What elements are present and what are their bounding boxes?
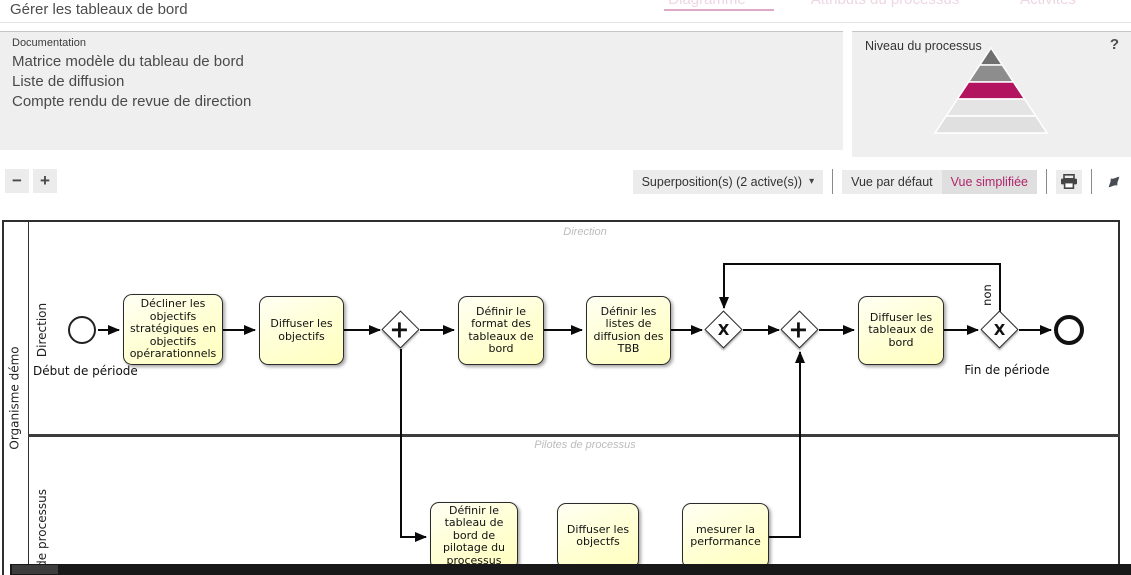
start-event-label: Début de période	[33, 364, 138, 378]
task-definir-tableau-pilotage[interactable]: Définir le tableau de bord de pilotage d…	[430, 502, 518, 570]
zoom-out-button[interactable]: −	[5, 169, 29, 193]
superposition-dropdown[interactable]: Superposition(s) (2 active(s)) ▾	[632, 169, 824, 194]
expand-icon	[1108, 176, 1120, 187]
print-button[interactable]	[1056, 169, 1082, 194]
pool-label-divider	[28, 220, 29, 575]
simplified-view-button[interactable]: Vue simplifiée	[941, 169, 1037, 194]
toolbar-separator	[1091, 169, 1092, 194]
task-diffuser-objectfs[interactable]: Diffuser les objectfs	[557, 503, 639, 569]
bpmn-pool	[2, 220, 1120, 575]
task-decliner-objectifs[interactable]: Décliner les objectifs stratégiques en o…	[123, 294, 223, 365]
header-divider	[0, 22, 1131, 23]
view-toggle-group: Vue par défaut Vue simplifiée	[842, 169, 1037, 194]
lane-label-pilotes-de-processus: Pilotes de processus	[35, 489, 50, 575]
lane-divider	[28, 434, 1120, 437]
page-title: Gérer les tableaux de bord	[10, 1, 188, 18]
task-mesurer-performance[interactable]: mesurer la performance	[682, 503, 769, 569]
toolbar-right: Superposition(s) (2 active(s)) ▾ Vue par…	[632, 169, 1127, 194]
documentation-label: Documentation	[12, 37, 86, 49]
zoom-in-button[interactable]: +	[33, 169, 57, 193]
lane-label-direction: Direction	[35, 302, 49, 358]
toolbar-separator	[1046, 169, 1047, 194]
end-event	[1054, 315, 1084, 345]
start-event	[68, 316, 96, 344]
tab-diagramme[interactable]: Diagramme	[640, 0, 774, 22]
horizontal-scrollbar[interactable]	[10, 564, 1131, 575]
fullscreen-button[interactable]	[1101, 170, 1127, 194]
task-definir-format-tableaux[interactable]: Définir le format des tableaux de bord	[458, 296, 544, 365]
tab-attributs-du-processus[interactable]: Attributs du processus	[800, 0, 970, 22]
documentation-line: Compte rendu de revue de direction	[12, 93, 252, 110]
loop-condition-label: non	[980, 284, 994, 306]
process-level-panel: Niveau du processus ?	[852, 31, 1131, 157]
task-definir-listes-diffusion[interactable]: Définir les listes de diffusion des TBB	[586, 296, 671, 365]
active-tab-underline	[664, 9, 774, 11]
scrollbar-thumb[interactable]	[12, 565, 58, 574]
process-level-title: Niveau du processus	[865, 39, 982, 53]
tab-activites[interactable]: Activités	[1013, 0, 1083, 22]
default-view-button[interactable]: Vue par défaut	[842, 169, 942, 194]
printer-icon	[1061, 174, 1077, 189]
process-level-pyramid	[933, 46, 1049, 134]
task-diffuser-tableaux-bord[interactable]: Diffuser les tableaux de bord	[858, 296, 944, 365]
documentation-line: Liste de diffusion	[12, 73, 125, 90]
documentation-panel: Documentation Matrice modèle du tableau …	[0, 31, 843, 150]
toolbar-separator	[832, 169, 834, 194]
task-diffuser-objectifs[interactable]: Diffuser les objectifs	[259, 296, 344, 365]
pool-label: Organisme démo	[8, 345, 22, 450]
end-event-label: Fin de période	[964, 363, 1050, 377]
documentation-line: Matrice modèle du tableau de bord	[12, 53, 244, 70]
help-icon[interactable]: ?	[1109, 36, 1119, 53]
chevron-down-icon: ▾	[809, 176, 815, 187]
lane-overlay-pilotes-de-processus: Pilotes de processus	[534, 439, 636, 451]
lane-overlay-direction: Direction	[563, 226, 607, 238]
